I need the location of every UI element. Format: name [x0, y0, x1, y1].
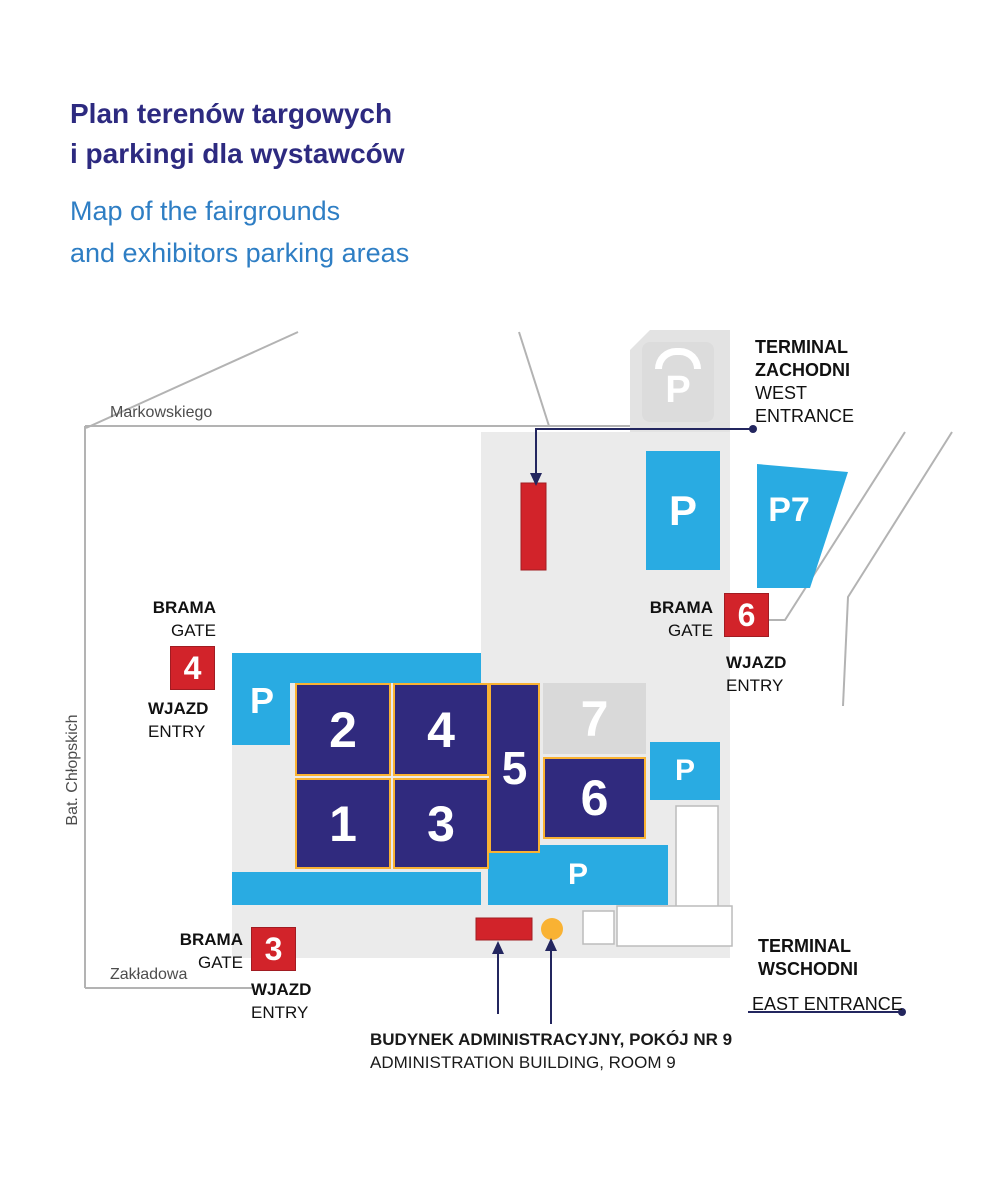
- gate-4-gate-label: GATE: [170, 621, 216, 640]
- gate-3-wjazd-entry: WJAZD ENTRY: [251, 978, 311, 1024]
- parking-label-south: P: [567, 858, 588, 891]
- subtitle-line-1: Map of the fairgrounds: [70, 196, 341, 226]
- gate-6-gate-label: GATE: [667, 621, 713, 640]
- title-line-1: Plan terenów targowych: [70, 98, 393, 129]
- east-terminal-building-vertical: [675, 805, 719, 923]
- parking-area-west: [232, 653, 481, 745]
- admin-area-building: [475, 917, 533, 941]
- admin-dot-arrow-icon: [545, 938, 557, 951]
- west-entrance-building: [520, 482, 547, 571]
- hall-4: 4: [393, 683, 489, 776]
- terminal-west-label: TERMINAL ZACHODNI WEST ENTRANCE: [755, 336, 854, 428]
- page-subtitle: Map of the fairgrounds and exhibitors pa…: [70, 190, 409, 274]
- parking-area-south: [488, 845, 668, 905]
- hall-7: 7: [543, 683, 646, 754]
- gate-6-wjazd-entry: WJAZD ENTRY: [726, 651, 786, 697]
- title-line-2: i parkingi dla wystawców: [70, 138, 405, 169]
- street-label-markowskiego: Markowskiego: [110, 404, 213, 421]
- terminal-west-line-4: ENTRANCE: [755, 406, 855, 426]
- parking-label-northeast: P: [668, 486, 697, 534]
- parking-strip-southwest: [232, 872, 481, 905]
- street-diagonal-east-inner: [768, 431, 906, 621]
- gate-4-entry-label: ENTRY: [148, 722, 206, 741]
- admin-building-line-2: ADMINISTRATION BUILDING, ROOM 9: [370, 1053, 676, 1072]
- parking-label-west: P: [249, 680, 274, 721]
- admin-building-line-1: BUDYNEK ADMINISTRACYJNY, POKÓJ NR 9: [370, 1030, 733, 1049]
- admin-building-label: BUDYNEK ADMINISTRACYJNY, POKÓJ NR 9 ADMI…: [370, 1028, 732, 1074]
- street-diagonal-northwest: [85, 331, 299, 429]
- parking-area-east: [650, 742, 720, 800]
- parking-garage-icon: P: [642, 342, 714, 422]
- gate-3-wjazd-label: WJAZD: [251, 980, 312, 999]
- admin-building-arrow-icon: [492, 941, 504, 954]
- east-entrance-label: EAST ENTRANCE: [752, 994, 903, 1014]
- gate-4-wjazd-entry: WJAZD ENTRY: [148, 697, 208, 743]
- terminal-east-line-1: TERMINAL: [758, 936, 851, 956]
- street-label-bat-chlopskich: Bat. Chłopskich: [64, 714, 81, 826]
- admin-building-dot: [541, 918, 563, 940]
- subtitle-line-2: and exhibitors parking areas: [70, 238, 410, 268]
- terminal-west-line-3: WEST: [755, 383, 807, 403]
- gate-3-brama-gate: BRAMA GATE: [147, 928, 243, 974]
- street-diagonal-east-outer: [842, 431, 953, 707]
- gate-6-badge: 6: [724, 593, 769, 637]
- terminal-west-line-1: TERMINAL: [755, 337, 848, 357]
- east-entrance-callout-dot: [898, 1008, 906, 1016]
- gate-4-badge: 4: [170, 646, 215, 690]
- parking-area-northeast: [646, 451, 720, 570]
- hall-3: 3: [393, 778, 489, 869]
- east-terminal-building-small: [582, 910, 615, 945]
- gate-3-entry-label: ENTRY: [251, 1003, 309, 1022]
- gate-3-badge: 3: [251, 927, 296, 971]
- west-entrance-callout-line: [535, 428, 753, 474]
- gate-6-wjazd-label: WJAZD: [726, 653, 787, 672]
- hall-1: 1: [295, 778, 391, 869]
- hall-5: 5: [489, 683, 540, 853]
- parking-label-p7: P7: [768, 490, 810, 529]
- hall-6: 6: [543, 757, 646, 839]
- gate-6-brama-label: BRAMA: [649, 598, 713, 617]
- gate-3-gate-label: GATE: [197, 953, 243, 972]
- street-label-zakladowa: Zakładowa: [110, 966, 188, 983]
- garage-parking-label: P: [665, 369, 691, 411]
- page-title: Plan terenów targowych i parkingi dla wy…: [70, 94, 405, 174]
- gate-4-brama-gate: BRAMA GATE: [120, 596, 216, 642]
- terminal-west-line-2: ZACHODNI: [755, 360, 850, 380]
- gate-3-brama-label: BRAMA: [179, 930, 243, 949]
- parking-area-p7: [757, 464, 848, 588]
- garage-roof-icon: [655, 348, 701, 369]
- east-terminal-building-horizontal: [616, 905, 733, 947]
- terminal-east-line-2: WSCHODNI: [758, 959, 858, 979]
- gate-6-entry-label: ENTRY: [726, 676, 784, 695]
- west-entrance-arrow-icon: [530, 473, 542, 486]
- terminal-east-label: TERMINAL WSCHODNI: [758, 935, 858, 981]
- street-diagonal-north: [518, 331, 550, 427]
- gate-4-wjazd-label: WJAZD: [148, 699, 209, 718]
- parking-label-east: P: [674, 754, 695, 787]
- gate-6-brama-gate: BRAMA GATE: [617, 596, 713, 642]
- gate-4-brama-label: BRAMA: [152, 598, 216, 617]
- hall-2: 2: [295, 683, 391, 776]
